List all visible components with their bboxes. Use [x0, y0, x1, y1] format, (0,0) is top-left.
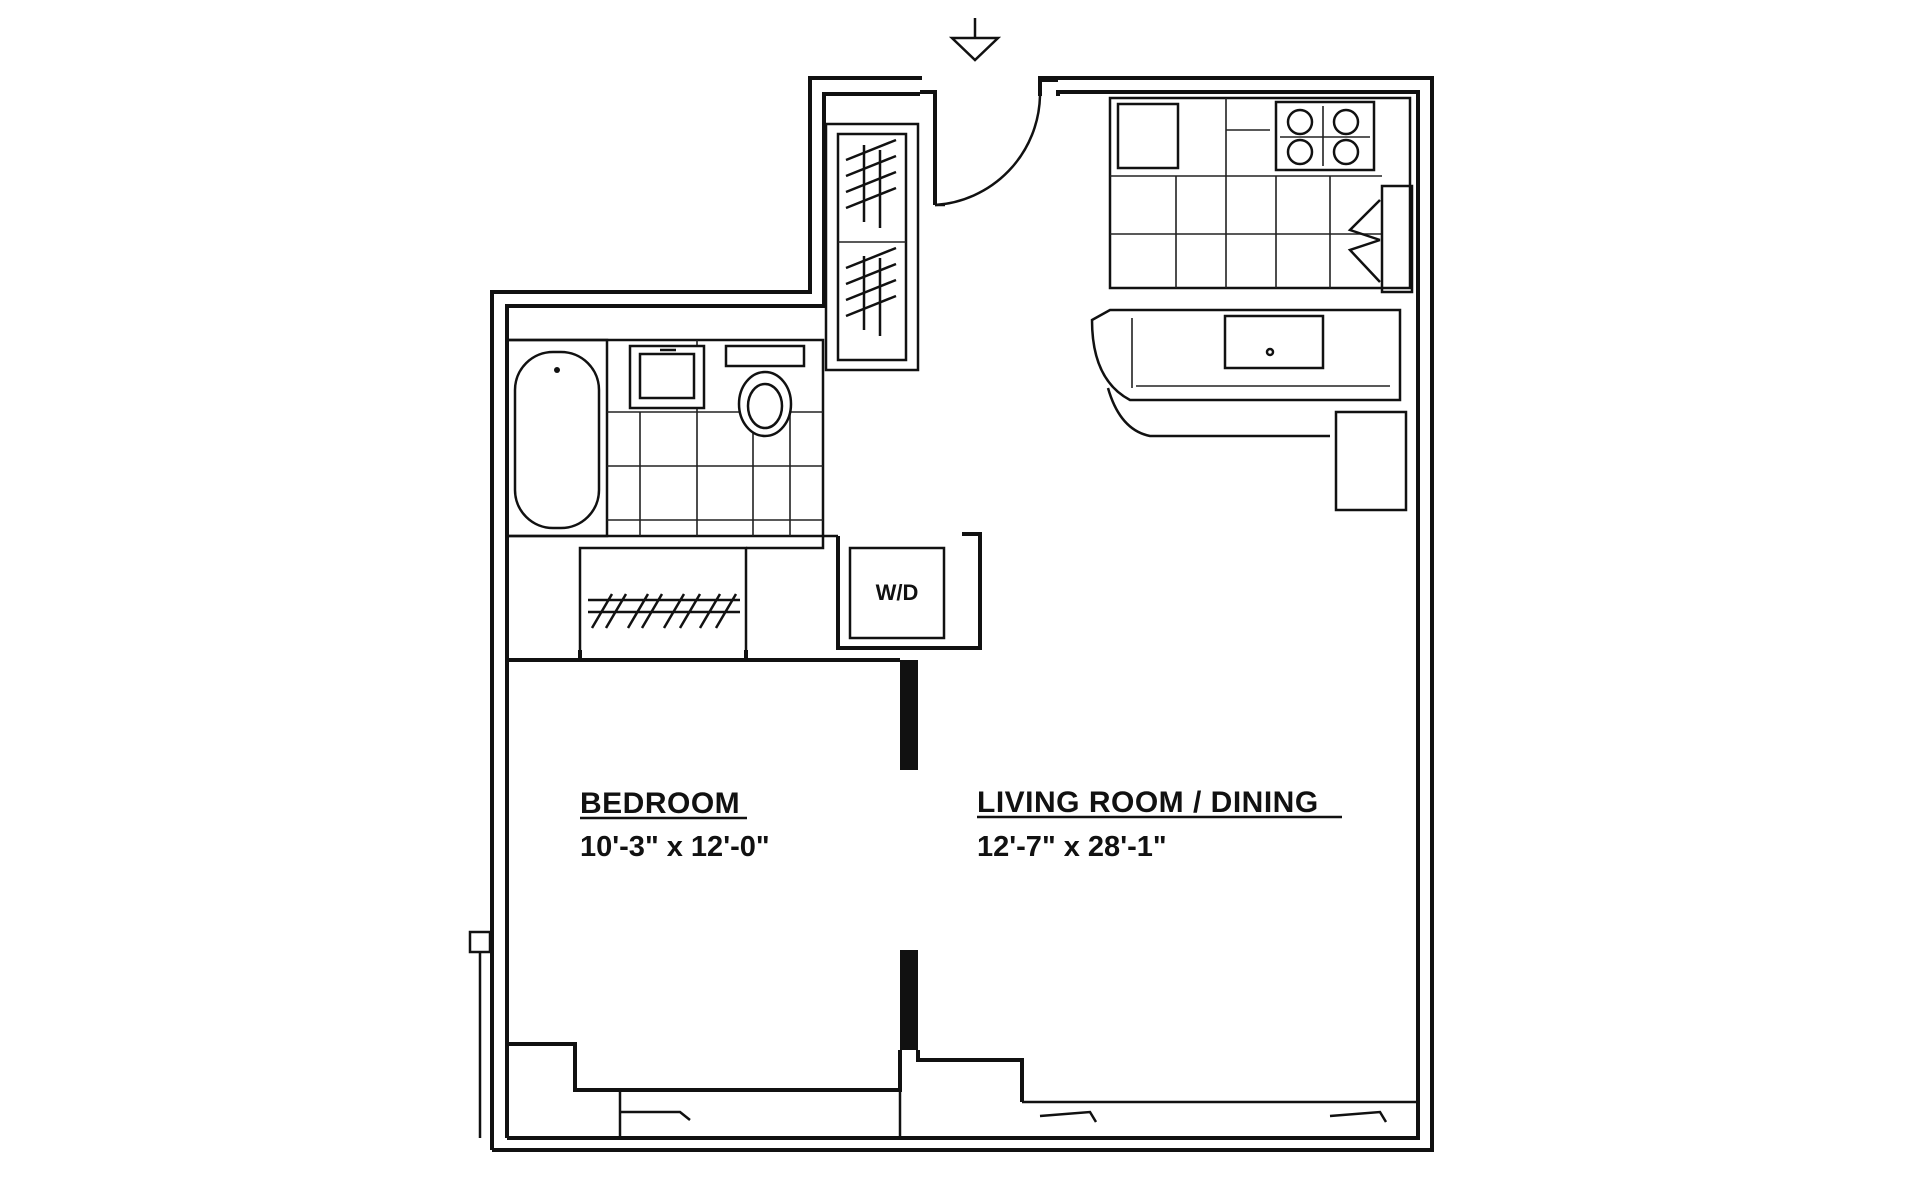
window-sill	[620, 1100, 1418, 1123]
bedroom-name: BEDROOM	[580, 787, 740, 820]
toilet-icon	[724, 344, 806, 438]
entry-arrow-icon	[948, 18, 1002, 62]
entry-door	[934, 95, 1042, 207]
living-room-name: LIVING ROOM / DINING	[977, 786, 1319, 819]
bedroom-walls	[507, 658, 1024, 1138]
bedroom-closet	[578, 546, 748, 662]
hall-partition	[746, 534, 838, 550]
living-room-label: LIVING ROOM / DINING 12'-7" x 28'-1"	[977, 786, 1342, 863]
stove-icon	[1274, 100, 1376, 172]
bedroom-dimensions: 10'-3" x 12'-0"	[580, 831, 770, 863]
living-room-dimensions: 12'-7" x 28'-1"	[977, 831, 1167, 863]
refrigerator	[1347, 184, 1414, 294]
sink-icon	[628, 344, 706, 410]
bedroom-label: BEDROOM 10'-3" x 12'-0"	[580, 787, 770, 863]
wall-column	[468, 930, 492, 1138]
entry-closet	[824, 122, 920, 372]
bathtub-icon	[505, 338, 609, 538]
kitchen	[1090, 96, 1414, 512]
washer-dryer: W/D	[836, 532, 982, 650]
kitchen-sink-counter	[1090, 308, 1402, 438]
exterior-walls	[490, 76, 1434, 1152]
pantry	[1334, 410, 1408, 512]
bathroom	[505, 338, 825, 538]
washer-dryer-label: W/D	[876, 580, 919, 605]
